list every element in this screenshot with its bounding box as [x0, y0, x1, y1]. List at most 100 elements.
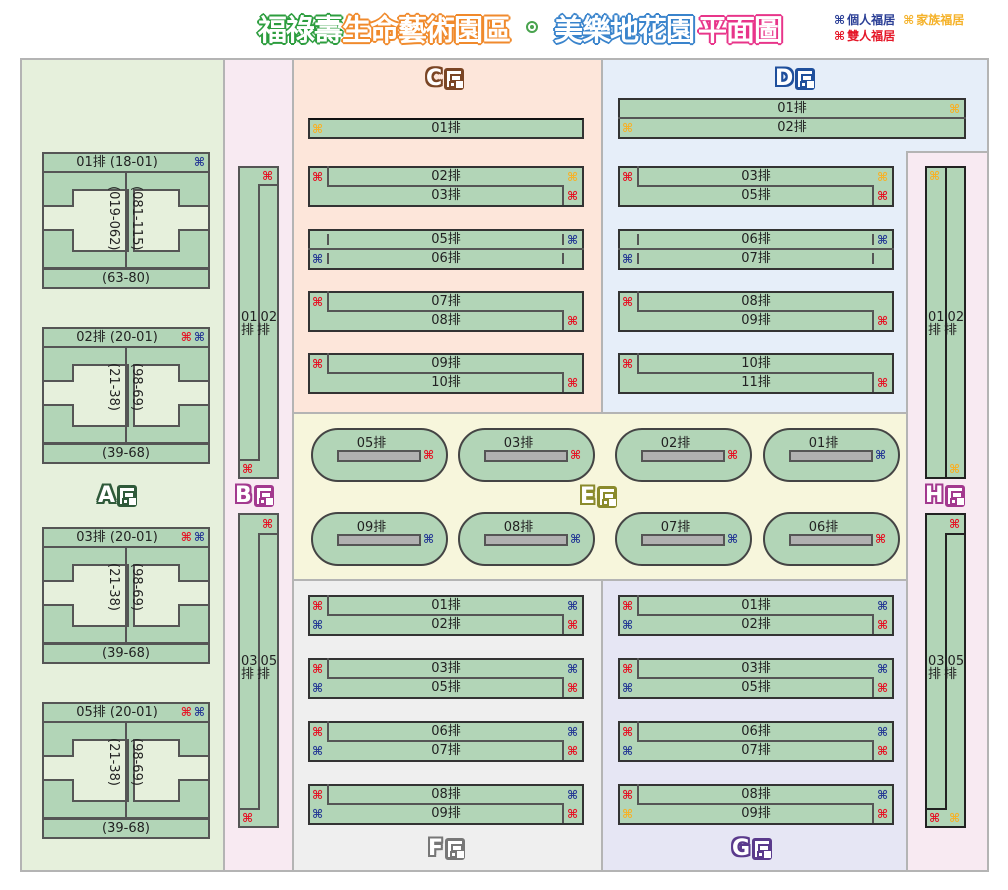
pill-label: 09排 — [356, 520, 387, 535]
row-label: 05排 — [431, 232, 461, 247]
divider — [562, 740, 564, 760]
row-label: 03排 — [741, 169, 771, 184]
e-row-pill[interactable]: 07排 ⌘ — [615, 512, 752, 566]
divider — [327, 658, 329, 679]
family-icon: ⌘ — [312, 122, 324, 136]
legend: ⌘個人福居 ⌘家族福居 ⌘雙人福居 — [834, 12, 964, 44]
couple-icon: ⌘ — [875, 532, 887, 546]
row-label: 02排 — [741, 617, 771, 632]
district-icon — [795, 67, 816, 90]
e-row-pill[interactable]: 01排 ⌘ — [763, 428, 900, 482]
zone-c-label: C — [426, 66, 465, 91]
divider — [327, 291, 329, 312]
e-row-pill[interactable]: 03排 ⌘ — [458, 428, 595, 482]
row-label: 03排 — [431, 188, 461, 203]
couple-icon: ⌘ — [877, 618, 889, 632]
divider — [872, 614, 874, 634]
divider — [327, 614, 563, 616]
divider — [327, 803, 563, 805]
divider — [258, 184, 278, 186]
a-block[interactable]: 03排 (20-01) ⌘⌘ (39-68) (21-38) (98-69) — [42, 527, 210, 664]
e-row-pill[interactable]: 09排 ⌘ — [311, 512, 448, 566]
a-block-right-label: (081-115) — [129, 186, 144, 251]
a-block-symbols: ⌘⌘ — [173, 331, 209, 343]
divider — [637, 310, 873, 312]
e-row-pill[interactable]: 06排 ⌘ — [763, 512, 900, 566]
a-block[interactable]: 02排 (20-01) ⌘⌘ (39-68) (21-38) (98-69) — [42, 327, 210, 464]
a-block[interactable]: 01排 (18-01) ⌘ (63-80) (019-062) (081-115… — [42, 152, 210, 289]
e-row-pill[interactable]: 08排 ⌘ — [458, 512, 595, 566]
a-block-top-label: 05排 (20-01) — [76, 705, 158, 720]
zone-d-label: D — [775, 66, 816, 91]
divider — [637, 721, 639, 742]
individual-icon: ⌘ — [622, 252, 634, 266]
individual-icon: ⌘ — [567, 233, 579, 247]
family-icon: ⌘ — [949, 811, 961, 825]
couple-icon: ⌘ — [622, 725, 634, 739]
a-block-left-label: (21-38) — [106, 563, 121, 611]
a-block-top-label: 02排 (20-01) — [76, 330, 158, 345]
a-block-h-shape[interactable] — [42, 721, 210, 820]
row-label: 06排 — [741, 724, 771, 739]
title-part-1: 福祿壽 — [258, 13, 343, 47]
zone-a-label: A — [98, 483, 138, 508]
divider — [562, 185, 564, 205]
couple-icon: ⌘ — [570, 448, 582, 462]
row-label: 07排 — [431, 743, 461, 758]
divider — [240, 808, 260, 810]
a-block-right-label: (98-69) — [129, 363, 144, 411]
row-label: 01排 — [741, 598, 771, 613]
a-block-bottom-row[interactable] — [42, 443, 210, 464]
divider — [327, 372, 563, 374]
divider — [945, 166, 947, 479]
a-block-bottom-row[interactable] — [42, 643, 210, 664]
a-block-symbols: ⌘ — [173, 156, 209, 168]
a-block[interactable]: 05排 (20-01) ⌘⌘ (39-68) (21-38) (98-69) — [42, 702, 210, 839]
individual-icon: ⌘ — [312, 252, 324, 266]
couple-icon: ⌘ — [423, 448, 435, 462]
divider — [562, 310, 564, 330]
couple-icon: ⌘ — [727, 448, 739, 462]
couple-icon: ⌘ — [622, 662, 634, 676]
divider — [327, 185, 563, 187]
couple-icon: ⌘ — [312, 725, 324, 739]
individual-icon: ⌘ — [567, 662, 579, 676]
title-part-3: 美樂地花園 — [552, 11, 698, 50]
zone-g-label: G — [732, 836, 773, 861]
row-label: 07排 — [431, 294, 461, 309]
a-block-h-shape[interactable] — [42, 171, 210, 270]
couple-icon: ⌘ — [567, 314, 579, 328]
a-block-top-label: 03排 (20-01) — [76, 530, 158, 545]
pill-bar — [337, 534, 421, 546]
divider — [637, 803, 873, 805]
e-row-pill[interactable]: 02排 ⌘ — [615, 428, 752, 482]
individual-icon: ⌘ — [622, 744, 634, 758]
divider — [562, 677, 564, 697]
divider — [872, 185, 874, 205]
district-icon — [752, 837, 773, 860]
row-label: 10排 — [431, 375, 461, 390]
couple-icon: ⌘ — [312, 599, 324, 613]
row-label: 07排 — [741, 743, 771, 758]
a-block-symbols: ⌘⌘ — [173, 531, 209, 543]
divider — [637, 658, 639, 679]
a-block-h-shape[interactable] — [42, 546, 210, 645]
individual-icon: ⌘ — [727, 532, 739, 546]
a-block-h-shape[interactable] — [42, 346, 210, 445]
divider — [327, 721, 329, 742]
pill-bar — [789, 534, 873, 546]
couple-icon: ⌘ — [877, 681, 889, 695]
a-block-bottom-row[interactable] — [42, 268, 210, 289]
divider — [637, 185, 873, 187]
a-block-symbols: ⌘⌘ — [173, 706, 209, 718]
row-label: 08排 — [741, 787, 771, 802]
e-row-pill[interactable]: 05排 ⌘ — [311, 428, 448, 482]
individual-icon: ⌘ — [567, 788, 579, 802]
pill-bar — [484, 534, 568, 546]
row-label: 03排 — [741, 661, 771, 676]
couple-icon: ⌘ — [312, 357, 324, 371]
a-block-bottom-row[interactable] — [42, 818, 210, 839]
row-C-01[interactable] — [308, 118, 584, 139]
